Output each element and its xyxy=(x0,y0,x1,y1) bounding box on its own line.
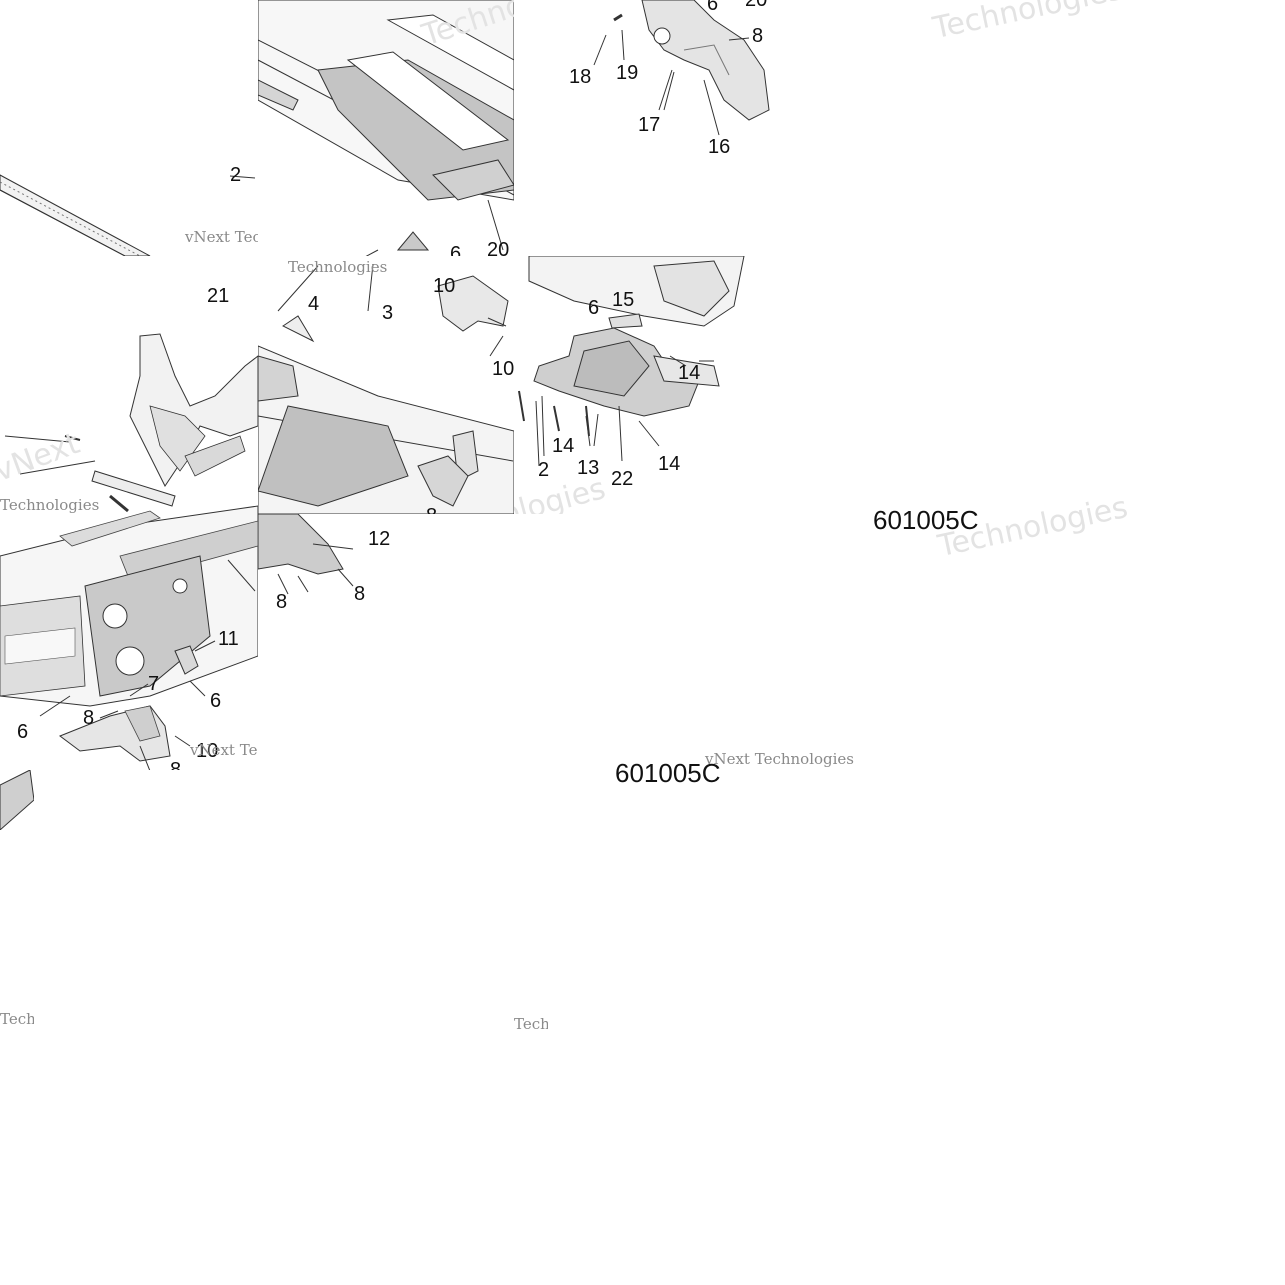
callout-8: 8 xyxy=(83,707,95,729)
callout-2: 2 xyxy=(538,459,550,481)
callout-4: 4 xyxy=(308,293,320,315)
watermark-brand: vNext Technologies xyxy=(190,741,258,759)
callout-22: 22 xyxy=(611,468,634,490)
callout-21: 21 xyxy=(207,285,230,307)
callout-17: 17 xyxy=(638,114,661,136)
diagram-fragment xyxy=(0,770,34,830)
watermark-brand: Technologies xyxy=(288,258,388,276)
watermark-brand: Technologies xyxy=(514,1015,548,1033)
callout-8: 8 xyxy=(752,25,764,47)
callout-14: 14 xyxy=(678,362,701,384)
diagram-tile-rear-bracket: 6 15 14 14 13 14 22 2 vNext Technologies… xyxy=(514,256,846,514)
callout-6: 6 xyxy=(707,0,719,15)
callout-16: 16 xyxy=(708,136,731,158)
callout-6: 6 xyxy=(210,690,222,712)
callout-2: 2 xyxy=(230,164,242,186)
diagram-tile-middle: 4 3 10 10 10 5 9 8 Technologies xyxy=(258,256,514,514)
watermark-brand: Technologies xyxy=(0,496,100,514)
callout-11: 11 xyxy=(218,628,239,650)
callout-8: 8 xyxy=(426,506,437,514)
diagram-tile-lower-middle: 12 8 8 xyxy=(258,514,514,634)
watermark-brand: Technologies xyxy=(935,489,1131,565)
callout-20: 20 xyxy=(745,0,768,11)
watermark-brand: vNext Technologies xyxy=(705,750,855,768)
callout-8: 8 xyxy=(354,583,366,605)
reference-code: 601005C xyxy=(873,505,979,535)
watermark-brand: Technologies xyxy=(930,0,1126,47)
lower-middle-drawing xyxy=(258,514,354,595)
callout-20: 20 xyxy=(487,239,510,256)
watermark-brand: Technologies xyxy=(0,1010,34,1028)
diagram-tile-frame-front: 21 11 6 7 8 6 10 8 vNext Technologies vN… xyxy=(0,256,258,770)
callout-14: 14 xyxy=(552,435,575,457)
middle-drawing xyxy=(258,263,514,514)
watermark-brand: vNext Technologies xyxy=(185,228,258,246)
diagram-tile-rear-plate: 6 20 8 18 19 17 16 xyxy=(514,0,772,256)
fragment-drawing xyxy=(0,770,34,830)
callout-10: 10 xyxy=(433,275,456,297)
callout-6: 6 xyxy=(588,297,600,319)
callout-3: 3 xyxy=(382,302,394,324)
rail-left-drawing xyxy=(0,174,256,256)
leader-21 xyxy=(227,559,256,592)
frame-front-drawing xyxy=(0,333,258,770)
rear-plate-drawing xyxy=(593,0,770,136)
callout-8: 8 xyxy=(170,759,182,770)
callout-15: 15 xyxy=(612,289,635,311)
callout-18: 18 xyxy=(569,66,592,88)
callout-6: 6 xyxy=(17,721,29,743)
reference-code: 601005C xyxy=(615,758,721,788)
diagram-tile-rail-left: 2 vNext Technologies xyxy=(0,0,258,256)
callout-10: 10 xyxy=(492,358,514,380)
callout-13: 13 xyxy=(577,457,600,479)
callout-19: 19 xyxy=(616,62,639,84)
diagram-tile-rail-top: 6 20 Technologies xyxy=(258,0,514,256)
callout-12: 12 xyxy=(368,528,391,550)
rail-top-drawing xyxy=(258,0,514,256)
callout-8: 8 xyxy=(276,591,288,613)
callout-10: 10 xyxy=(196,740,219,762)
callout-7: 7 xyxy=(148,673,160,695)
rear-bracket-drawing xyxy=(518,256,745,467)
callout-6: 6 xyxy=(450,243,462,256)
callout-14: 14 xyxy=(658,453,681,475)
